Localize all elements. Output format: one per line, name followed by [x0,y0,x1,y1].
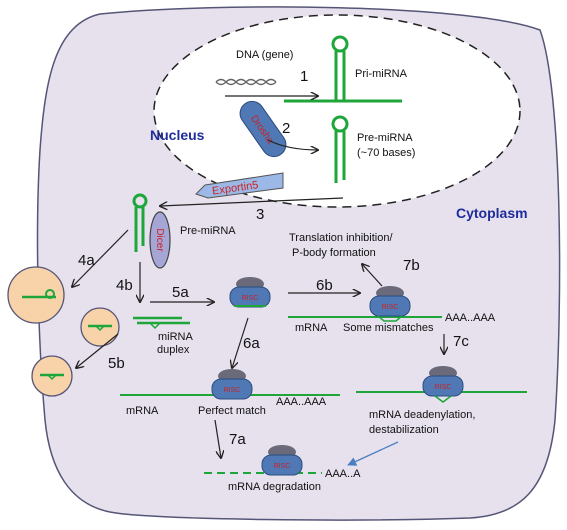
deadenylation-label-2: destabilization [369,424,439,436]
nucleus-label: Nucleus [150,127,205,143]
step-6a-label: 6a [243,335,260,352]
polya-mismatch: AAA..AAA [445,312,496,324]
risc-deadenylation: RISC [422,366,464,403]
mirna-duplex-label-1: miRNA [158,331,193,343]
pri-mirna-label: Pri-miRNA [355,68,408,80]
deadenylation-label-1: mRNA deadenylation, [369,409,475,421]
mirna-duplex-label-2: duplex [157,344,190,356]
risc-degradation-label: RISC [274,463,291,470]
exportin5-transporter [195,172,284,199]
risc-loaded: RISC [229,277,271,308]
pre-mirna-nuclear-hairpin [331,115,349,183]
polya-perfect: AAA..AAA [276,396,327,408]
polya-degraded: AAA..A [325,468,361,480]
pri-mirna-hairpin [284,35,402,103]
risc-deadenylation-label: RISC [435,384,452,391]
risc-perfect: RISC [211,369,253,400]
pre-mirna-length-label: (~70 bases) [357,147,415,159]
step-7a-label: 7a [229,431,246,448]
step-5a-label: 5a [172,284,189,301]
cytoplasm-label: Cytoplasm [456,205,528,221]
vesicle-5b-upper [80,307,120,347]
arrow-deadenylation-to-degradation [347,441,399,466]
step-1-label: 1 [300,68,308,85]
vesicle-5b-lower [31,355,73,397]
mrna-perfect-label: mRNA [126,405,159,417]
pre-mirna-nuclear-label: Pre-miRNA [357,132,413,144]
arrow-step-4a [72,229,129,287]
nucleus-envelope [153,14,521,208]
some-mismatches-label: Some mismatches [343,322,434,334]
dna-label: DNA (gene) [236,49,293,61]
mirna-duplex [133,316,190,330]
arrow-step-6a [232,317,249,368]
step-7c-label: 7c [453,333,469,350]
vesicle-4a [7,266,65,324]
dicer-enzyme: Dicer [149,211,171,269]
mrna-degradation-label: mRNA degradation [228,481,321,493]
pre-mirna-cytoplasm-label: Pre-miRNA [180,225,236,237]
arrow-step-7a [214,419,221,458]
translation-inhibition-label-2: P-body formation [292,247,376,259]
step-4a-label: 4a [78,252,95,269]
step-5b-label: 5b [108,355,125,372]
risc-perfect-label: RISC [224,387,241,394]
step-4b-label: 4b [116,277,133,294]
step-7b-label: 7b [403,257,420,274]
step-6b-label: 6b [316,277,333,294]
arrow-step-2 [267,139,318,150]
arrow-step-5b [76,333,119,368]
pre-mirna-cytoplasm-hairpin [132,193,148,252]
perfect-match-label: Perfect match [198,405,266,417]
arrow-step-3 [160,197,344,206]
mrna-mismatch-label: mRNA [295,322,328,334]
risc-degradation: RISC [261,445,303,476]
translation-inhibition-label-1: Translation inhibition/ [289,232,393,244]
risc-mismatch: RISC [369,286,411,322]
dicer-label: Dicer [154,228,165,252]
step-2-label: 2 [282,120,290,137]
arrow-step-7b [362,264,383,287]
step-3-label: 3 [256,206,264,223]
dna-helix [215,78,277,86]
risc-mismatch-label: RISC [382,304,399,311]
risc-loaded-label: RISC [242,295,259,302]
